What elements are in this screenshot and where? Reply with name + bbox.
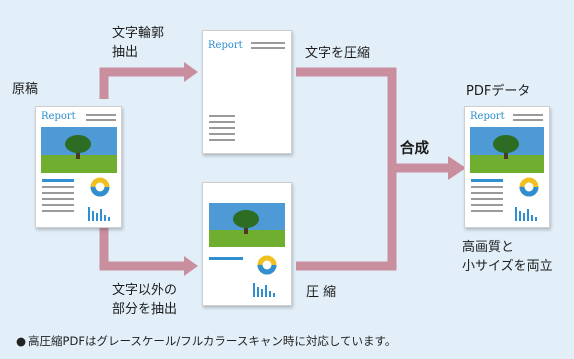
extract-outline-label-2: 抽出 (112, 45, 139, 60)
doc-rule (209, 115, 235, 117)
footnote: ●高圧縮PDFはグレースケール/フルカラースキャン時に対応しています。 (16, 333, 396, 349)
arrowhead-output (448, 156, 466, 180)
arrowhead-text-layer (184, 62, 198, 82)
text-layer-document: Report (202, 30, 292, 154)
landscape-photo (41, 127, 117, 173)
doc-rule (209, 139, 235, 141)
doc-rule (209, 257, 243, 260)
doc-rule (42, 198, 74, 200)
bar-chart-icon (88, 207, 110, 221)
doc-rule (471, 210, 503, 212)
doc-rule (513, 119, 543, 121)
doc-rule (471, 179, 503, 182)
quality-label-1: 高画質と (462, 240, 515, 255)
arrowhead-image-layer (184, 256, 198, 276)
combine-label: 合成 (400, 141, 429, 157)
arrow-image-to-merge (296, 150, 397, 271)
doc-rule (42, 179, 74, 182)
donut-chart-icon (519, 177, 539, 197)
doc-title: Report (470, 111, 505, 122)
output-label: PDFデータ (466, 84, 531, 99)
doc-rule (513, 114, 543, 116)
doc-title: Report (208, 40, 243, 51)
arrow-to-text-layer (99, 67, 184, 99)
landscape-photo (209, 203, 285, 247)
doc-rule (209, 121, 235, 123)
source-label: 原稿 (12, 82, 39, 97)
doc-rule (42, 186, 74, 188)
bar-chart-icon (253, 283, 275, 297)
doc-rule (209, 133, 235, 135)
doc-rule (86, 119, 116, 121)
footnote-bullet: ● (16, 334, 27, 348)
output-pdf-document: Report (464, 106, 550, 228)
footnote-text: 高圧縮PDFはグレースケール/フルカラースキャン時に対応しています。 (28, 334, 397, 348)
doc-rule (251, 42, 285, 44)
extract-other-label-2: 部分を抽出 (112, 302, 178, 317)
doc-rule (471, 186, 503, 188)
bar-chart-icon (515, 207, 537, 221)
doc-rule (42, 192, 74, 194)
original-document: Report (35, 106, 122, 228)
arrow-text-to-merge (296, 67, 397, 150)
doc-rule (471, 198, 503, 200)
donut-chart-icon (257, 255, 277, 275)
landscape-photo (470, 127, 544, 173)
doc-rule (251, 47, 285, 49)
doc-rule (86, 114, 116, 116)
compress-text-label: 文字を圧縮 (305, 46, 371, 61)
image-layer-document (202, 182, 292, 306)
doc-rule (471, 204, 503, 206)
doc-title: Report (41, 111, 76, 122)
doc-rule (42, 210, 74, 212)
doc-rule (471, 192, 503, 194)
doc-rule (209, 127, 235, 129)
arrow-to-image-layer (99, 228, 184, 271)
doc-rule (42, 204, 74, 206)
donut-chart-icon (90, 177, 110, 197)
extract-other-label-1: 文字以外の (112, 283, 178, 298)
compress-label: 圧 縮 (306, 285, 337, 300)
quality-label-2: 小サイズを両立 (462, 259, 553, 274)
extract-outline-label-1: 文字輪郭 (112, 26, 165, 41)
